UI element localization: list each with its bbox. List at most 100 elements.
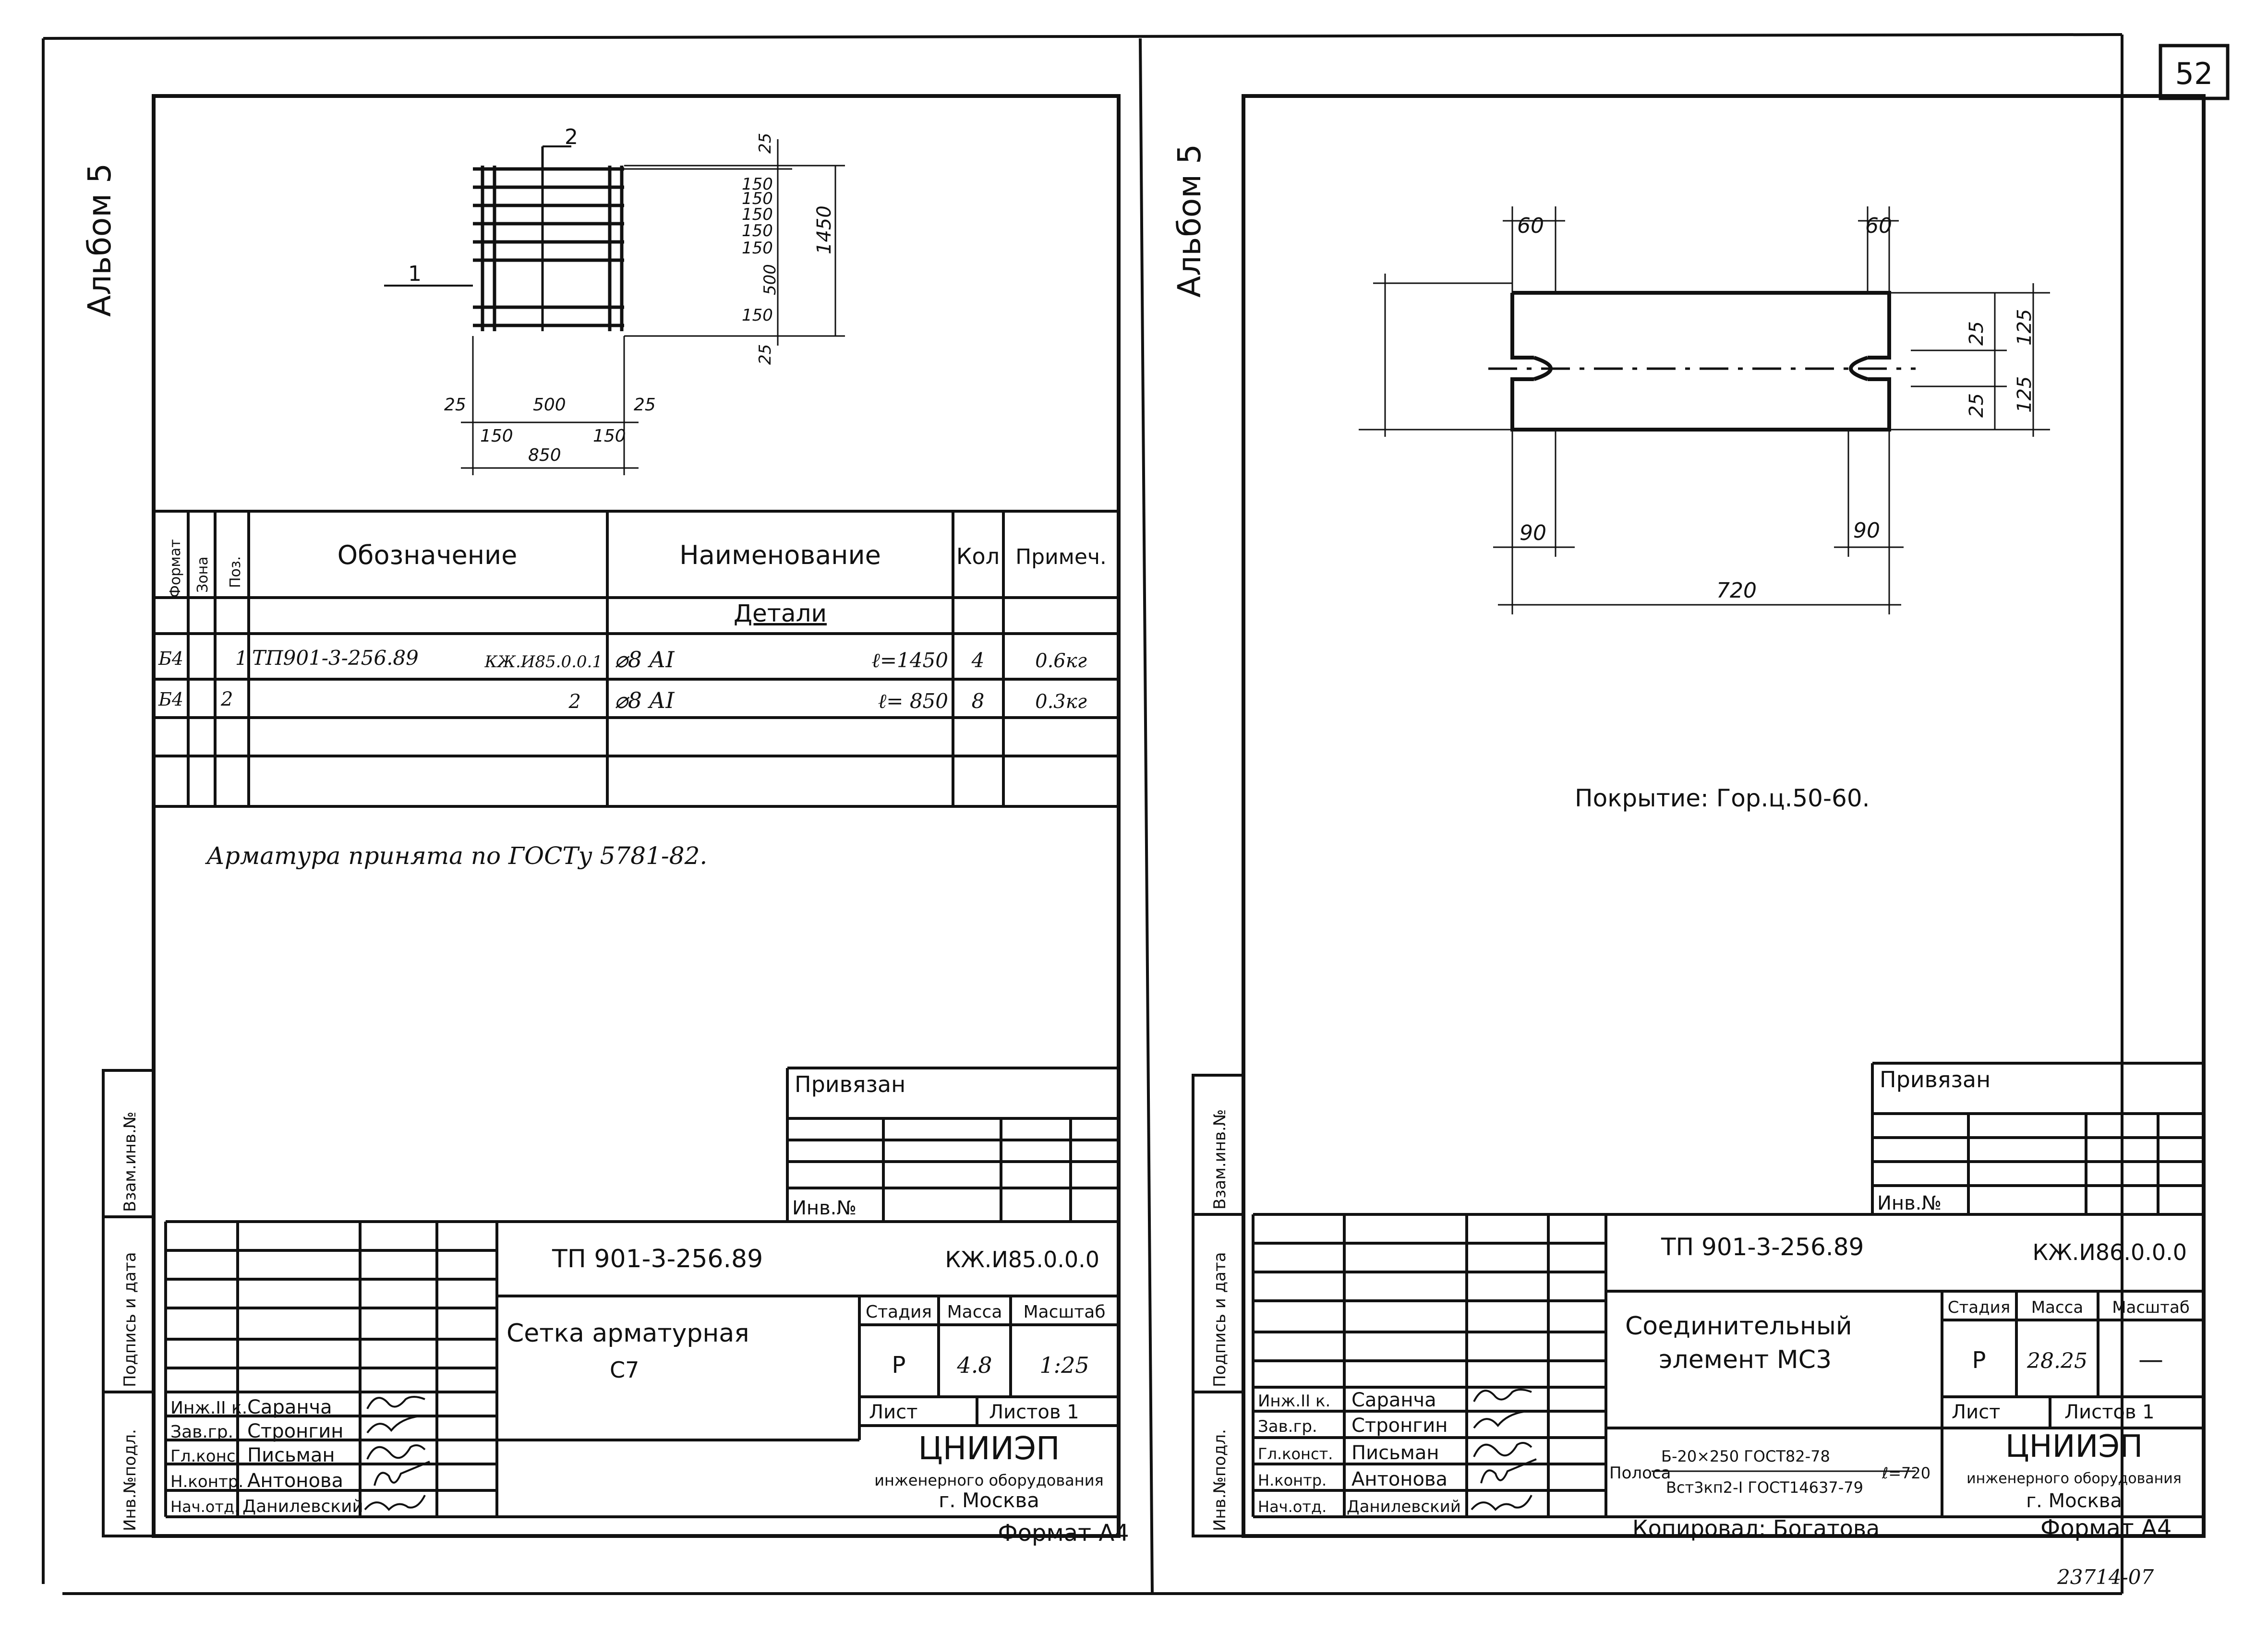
svg-text:60: 60 (1517, 214, 1544, 238)
right-title-line1: Соединительный (1625, 1312, 1852, 1341)
material-top: Б-20×250 ГОСТ82-78 (1661, 1447, 1830, 1465)
svg-text:Подпись и дата: Подпись и дата (1210, 1252, 1230, 1387)
right-privyazan-label: Привязан (1880, 1067, 1991, 1092)
connector-dims: 60 60 25 125 25 125 90 90 720 (1517, 214, 2036, 603)
pos1-leader-label: 1 (408, 262, 422, 286)
svg-text:25: 25 (1966, 393, 1988, 418)
material-length: ℓ=720 (1882, 1464, 1930, 1482)
svg-text:Зав.гр.: Зав.гр. (1258, 1417, 1317, 1436)
left-format: Формат А4 (998, 1520, 1129, 1547)
right-title-block-text: ТП 901-3-256.89 КЖ.И86.0.0.0 Соединитель… (1258, 1233, 2190, 1516)
svg-text:150: 150 (742, 221, 773, 240)
left-scale: 1:25 (1039, 1352, 1089, 1378)
svg-text:850: 850 (528, 445, 561, 465)
svg-text:150: 150 (742, 306, 773, 325)
row2-note: 0.3кг (1035, 691, 1087, 713)
svg-text:Н.контр.: Н.контр. (170, 1472, 243, 1491)
right-frame (1242, 94, 2206, 1538)
svg-text:720: 720 (1716, 578, 1757, 603)
row2-length: ℓ= 850 (878, 689, 948, 713)
svg-text:60: 60 (1865, 214, 1892, 238)
svg-text:500: 500 (760, 264, 780, 295)
svg-text:150: 150 (742, 189, 773, 208)
row2-format: Б4 (158, 689, 183, 710)
right-signatures (1471, 1389, 1537, 1511)
right-title-block (1252, 1213, 2204, 1518)
right-inv-label: Инв.№ (1877, 1192, 1942, 1214)
pos2-leader-label: 2 (565, 125, 578, 149)
left-title-block-text: ТП 901-3-256.89 КЖ.И85.0.0.0 Сетка армат… (170, 1245, 1106, 1516)
svg-text:25: 25 (756, 344, 775, 365)
svg-text:Взам.инв.№: Взам.инв.№ (121, 1112, 140, 1212)
right-stage: Р (1972, 1347, 1986, 1374)
svg-text:Данилевский: Данилевский (242, 1497, 363, 1516)
row1-doc: ТП901-3-256.89 (252, 646, 419, 670)
spec-header-format: Формат (167, 539, 184, 598)
mesh-drawing (384, 139, 845, 475)
row2-pos: 2 (220, 688, 233, 710)
right-side-stamp-text: Инв.№подл. Подпись и дата Взам.инв.№ (1210, 1109, 1230, 1531)
right-album-label: Альбом 5 (1171, 144, 1208, 298)
svg-text:Нач.отд.: Нач.отд. (1258, 1498, 1327, 1516)
left-org-name: ЦНИИЭП (918, 1430, 1060, 1467)
spec-header-zone: Зона (194, 556, 211, 593)
svg-text:25: 25 (444, 395, 466, 415)
svg-text:Инв.№подл.: Инв.№подл. (121, 1429, 140, 1531)
material-bottom: Вст3кп2-I ГОСТ14637-79 (1666, 1478, 1863, 1497)
svg-text:Инж.II к.: Инж.II к. (170, 1398, 247, 1418)
svg-text:Зав.гр.: Зав.гр. (170, 1422, 233, 1442)
svg-text:Антонова: Антонова (247, 1470, 343, 1492)
svg-text:Инж.II к.: Инж.II к. (1258, 1392, 1330, 1411)
svg-text:Письман: Письман (1351, 1442, 1439, 1464)
svg-text:150: 150 (742, 205, 773, 224)
connector-element-drawing (1359, 206, 2050, 614)
svg-text:Гл.конс.: Гл.конс. (170, 1447, 241, 1466)
rebar-note: Арматура принята по ГОСТу 5781-82. (205, 842, 707, 870)
sheet-number-box (2159, 44, 2230, 100)
svg-text:25: 25 (1966, 321, 1988, 346)
left-mass: 4.8 (956, 1352, 992, 1378)
svg-text:500: 500 (533, 395, 566, 415)
page-divider (1139, 38, 1154, 1594)
svg-text:г. Москва: г. Москва (939, 1488, 1039, 1512)
svg-text:150: 150 (480, 426, 513, 446)
svg-text:Данилевский: Данилевский (1347, 1497, 1461, 1516)
left-privyazan-label: Привязан (795, 1071, 905, 1097)
material-prefix: Полоса (1609, 1464, 1671, 1483)
svg-text:инженерного оборудования: инженерного оборудования (874, 1471, 1104, 1489)
right-privyazan-block (1871, 1062, 2204, 1214)
coating-note: Покрытие: Гор.ц.50-60. (1575, 784, 1870, 812)
svg-text:Стронгин: Стронгин (247, 1420, 343, 1442)
left-side-stamp (102, 1069, 155, 1537)
left-signatures (364, 1396, 430, 1511)
left-title-line1: Сетка арматурная (507, 1319, 749, 1348)
left-inv-label: Инв.№ (792, 1197, 857, 1219)
row1-note: 0.6кг (1035, 650, 1087, 672)
sheet-number: 52 (2175, 56, 2213, 91)
left-drawing-code: КЖ.И85.0.0.0 (945, 1247, 1099, 1272)
svg-text:25: 25 (756, 133, 775, 154)
svg-text:г. Москва: г. Москва (2026, 1490, 2122, 1512)
svg-text:150: 150 (742, 239, 773, 258)
mesh-horizontal-dims: 25 500 25 150 150 850 (444, 395, 656, 465)
right-title-line2: элемент МС3 (1659, 1345, 1832, 1374)
svg-text:Стронгин: Стронгин (1351, 1415, 1448, 1437)
svg-text:25: 25 (634, 395, 656, 415)
mesh-vertical-dims: 25 150 150 150 150 150 500 150 25 1450 (742, 133, 835, 365)
row2-name: ⌀8 АI (615, 687, 675, 713)
right-side-stamp (1192, 1074, 1245, 1537)
right-drawing-code: КЖ.И86.0.0.0 (2033, 1239, 2187, 1265)
svg-text:Саранча: Саранча (247, 1396, 332, 1418)
spec-section-details: Детали (734, 600, 827, 627)
row2-code: 2 (568, 691, 581, 713)
svg-text:125: 125 (2014, 376, 2036, 413)
svg-text:90: 90 (1853, 518, 1880, 543)
svg-text:Листов 1: Листов 1 (989, 1401, 1079, 1423)
spec-header-name: Наименование (679, 540, 881, 570)
spec-header-note: Примеч. (1015, 545, 1107, 569)
spec-header-designation: Обозначение (338, 540, 518, 570)
svg-text:150: 150 (593, 426, 626, 446)
spec-header-pos: Поз. (227, 556, 244, 588)
